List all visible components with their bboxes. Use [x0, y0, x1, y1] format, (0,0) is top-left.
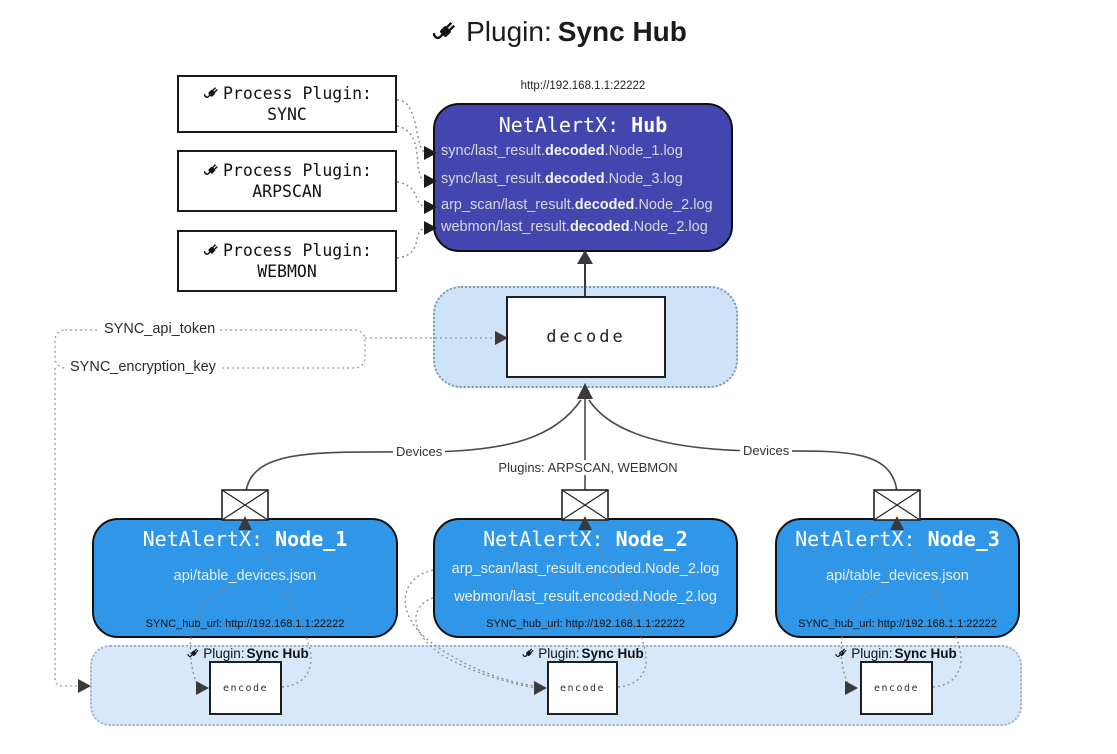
node2-title: NetAlertX: Node_2	[483, 527, 688, 551]
plug-icon	[202, 161, 221, 180]
node-box-node1	[92, 518, 398, 638]
envelope-icon	[561, 489, 609, 521]
plug-icon	[202, 241, 221, 260]
plug-icon	[186, 646, 201, 661]
node2-plugin-label: Plugin: Sync Hub	[495, 646, 670, 661]
node3-encode-box: encode	[860, 661, 933, 715]
process-plugin-name: SYNC	[267, 105, 307, 124]
hub-log-line: sync/last_result.decoded.Node_3.log	[441, 171, 683, 187]
plugin-to-hub-connectors	[396, 99, 427, 259]
process-plugin-label: Process Plugin:	[222, 161, 372, 180]
hub-box	[433, 103, 733, 252]
node1-title: NetAlertX: Node_1	[142, 527, 348, 551]
edge-label-plugins: Plugins: ARPSCAN, WEBMON	[485, 460, 691, 475]
node3-hub-url: SYNC_hub_url: http://192.168.1.1:22222	[798, 618, 997, 630]
config-api-token-label: SYNC_api_token	[100, 321, 220, 337]
plug-icon	[521, 646, 536, 661]
hub-title-prefix: NetAlertX:	[498, 113, 632, 137]
plug-icon	[202, 84, 221, 103]
node1-plugin-label: Plugin: Sync Hub	[160, 646, 335, 661]
node2-encode-box: encode	[547, 661, 618, 715]
node2-file: arp_scan/last_result.encoded.Node_2.log	[451, 561, 720, 577]
process-plugin-name: ARPSCAN	[252, 182, 322, 201]
node2-file: webmon/last_result.encoded.Node_2.log	[454, 589, 717, 605]
node3-title: NetAlertX: Node_3	[795, 527, 1000, 551]
node1-file: api/table_devices.json	[173, 568, 317, 584]
hub-log-line: arp_scan/last_result.decoded.Node_2.log	[441, 197, 713, 213]
node1-hub-url: SYNC_hub_url: http://192.168.1.1:22222	[145, 618, 345, 630]
node1-encode-box: encode	[209, 661, 282, 715]
hub-log-line: sync/last_result.decoded.Node_1.log	[441, 143, 683, 159]
diagram-title-label: Plugin:	[466, 16, 552, 47]
decode-box: decode	[506, 296, 666, 378]
hub-title-name: Hub	[631, 113, 668, 137]
plug-icon	[430, 17, 460, 47]
envelope-icon	[221, 489, 269, 521]
diagram-title-name: Sync Hub	[557, 16, 687, 47]
diagram-title: Plugin: Sync Hub	[0, 16, 1117, 48]
process-plugin-label: Process Plugin:	[222, 84, 372, 103]
hub-url: http://192.168.1.1:22222	[520, 80, 646, 92]
node3-plugin-label: Plugin: Sync Hub	[808, 646, 983, 661]
process-plugin-box-sync: Process Plugin: SYNC	[177, 75, 397, 133]
envelope-icon	[873, 489, 921, 521]
process-plugin-label: Process Plugin:	[222, 241, 372, 260]
plug-icon	[834, 646, 849, 661]
edge-label-devices-left: Devices	[393, 444, 446, 459]
config-encryption-key-label: SYNC_encryption_key	[66, 359, 220, 375]
node-box-node3	[775, 518, 1020, 638]
process-plugin-name: WEBMON	[257, 262, 317, 281]
edge-label-devices-right: Devices	[740, 443, 793, 458]
process-plugin-box-arpscan: Process Plugin: ARPSCAN	[177, 150, 397, 212]
hub-log-line: webmon/last_result.decoded.Node_2.log	[441, 219, 708, 235]
process-plugin-box-webmon: Process Plugin: WEBMON	[177, 230, 397, 292]
node2-hub-url: SYNC_hub_url: http://192.168.1.1:22222	[486, 618, 685, 630]
node-to-decode-curves	[245, 398, 898, 493]
hub-title: NetAlertX: Hub	[433, 113, 733, 137]
node3-file: api/table_devices.json	[826, 568, 969, 584]
